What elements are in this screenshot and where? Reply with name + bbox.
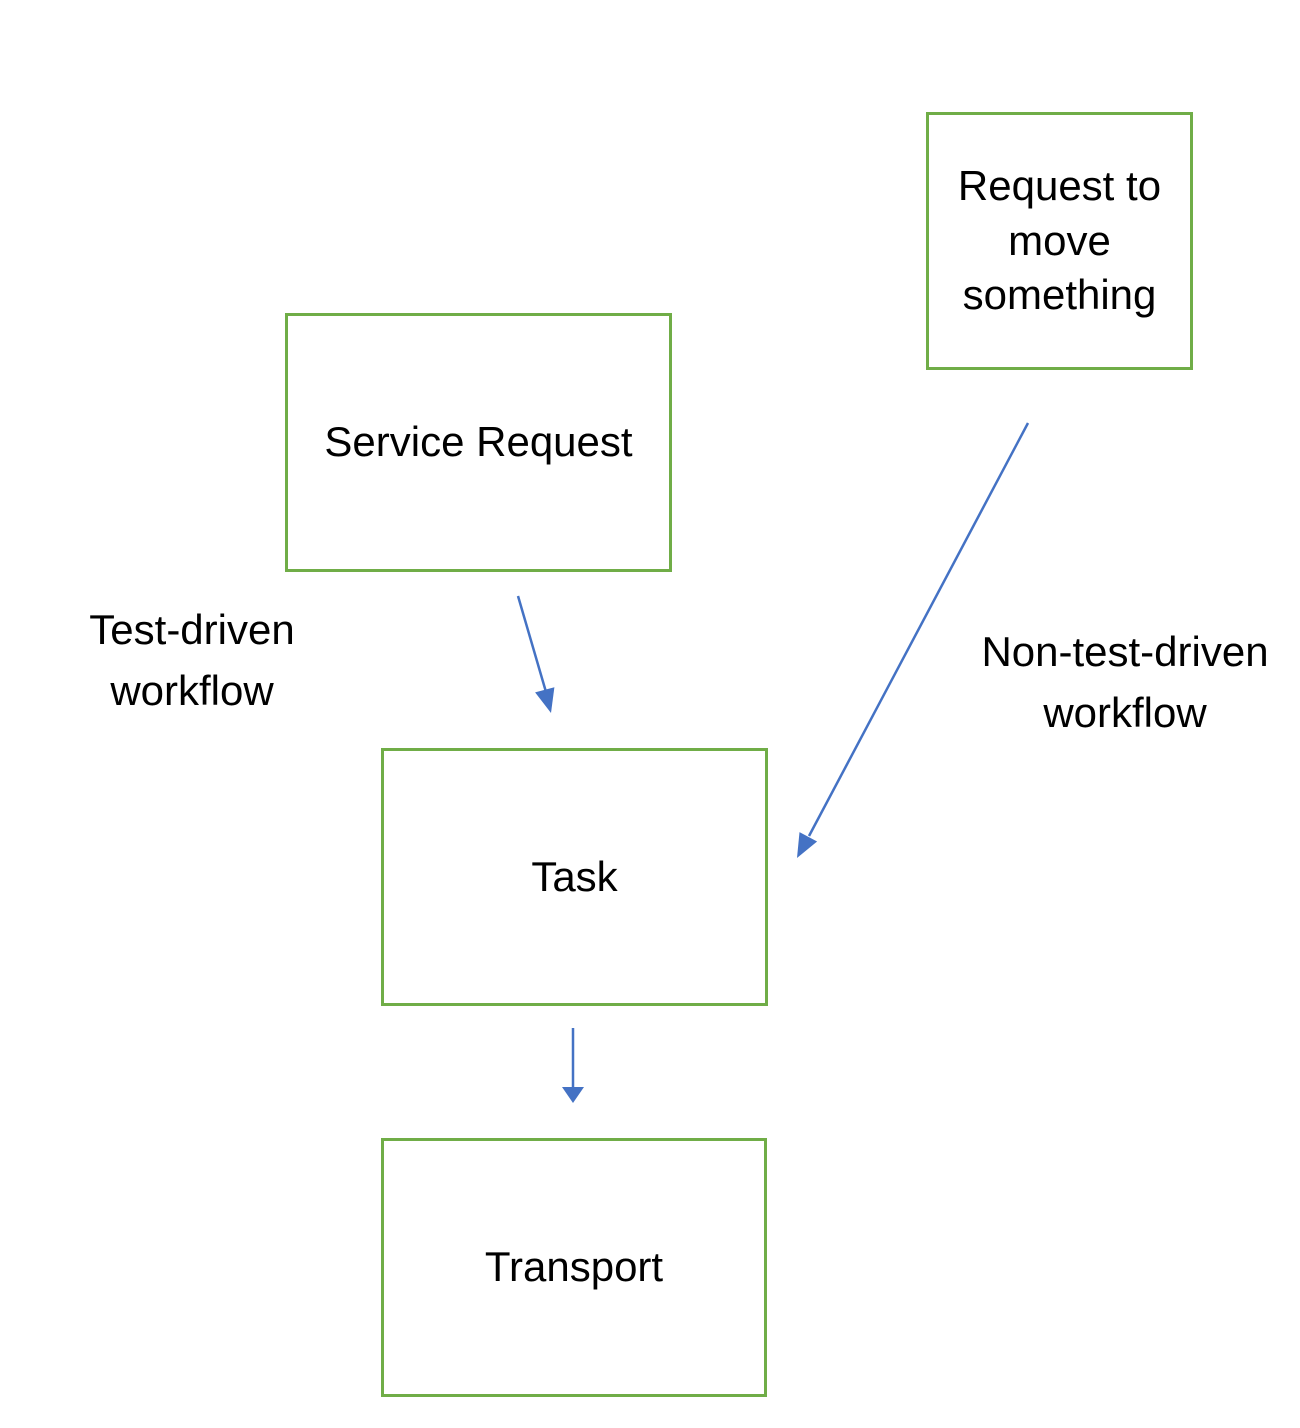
node-label: Request to move something <box>957 162 1162 319</box>
arrow-service-request-to-task <box>516 595 555 713</box>
node-task: Task <box>381 748 768 1006</box>
arrow-head <box>535 687 555 713</box>
edge-label-non-test-driven-workflow: Non-test-driven workflow <box>981 628 1269 736</box>
node-request-to-move-something: Request to move something <box>926 112 1193 370</box>
node-label: Service Request <box>324 418 633 466</box>
arrow-head <box>562 1087 584 1103</box>
node-service-request: Service Request <box>285 313 672 572</box>
edge-label-test-driven-workflow: Test-driven workflow <box>89 606 295 714</box>
node-label: Task <box>531 852 618 900</box>
arrow-head <box>797 832 818 858</box>
arrow-task-to-transport <box>562 1028 584 1103</box>
arrow-line <box>516 595 548 693</box>
node-label: Transport <box>484 1243 664 1291</box>
node-transport: Transport <box>381 1138 767 1397</box>
